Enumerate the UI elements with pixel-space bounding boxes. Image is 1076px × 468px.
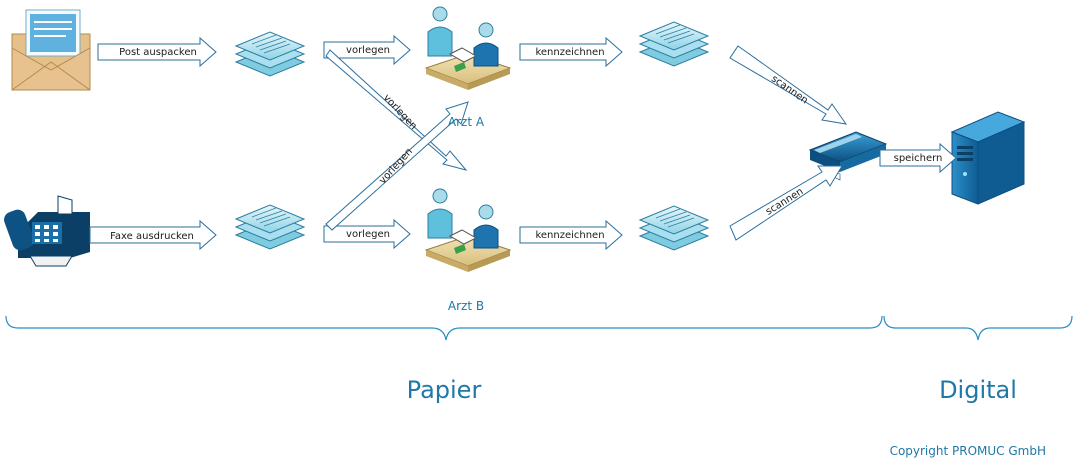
label-speichern: speichern (894, 153, 943, 164)
arrow-scannen-bottom (729, 165, 843, 241)
copyright-text: Copyright PROMUC GmbH (890, 444, 1046, 458)
doctor-consultation-icon (424, 188, 512, 272)
brace-papier (5, 315, 883, 341)
label-kennzeichnen-bottom: kennzeichnen (535, 230, 604, 241)
arrow-vorlegen-diagonal-down (325, 49, 468, 171)
label-vorlegen-bottom: vorlegen (346, 229, 390, 240)
arrow-vorlegen-diagonal-up (325, 101, 469, 231)
paper-stack-icon (234, 204, 306, 250)
arrow-faxe-ausdrucken (89, 219, 217, 251)
label-vorlegen-diagonal-up: vorlegen (377, 146, 415, 186)
server-icon (950, 111, 1026, 205)
section-label-digital: Digital (939, 376, 1017, 404)
paper-stack-icon (638, 21, 710, 67)
brace-digital (883, 315, 1073, 341)
arrow-post-auspacken (97, 36, 217, 68)
arrow-scannen-top (729, 45, 848, 125)
arrow-speichern (879, 142, 957, 174)
label-arzt-b: Arzt B (448, 299, 484, 313)
label-kennzeichnen-top: kennzeichnen (535, 47, 604, 58)
paper-stack-icon (234, 31, 306, 77)
label-faxe-ausdrucken: Faxe ausdrucken (110, 231, 194, 242)
label-scannen-top: scannen (769, 73, 810, 106)
section-label-papier: Papier (407, 376, 482, 404)
arrow-kennzeichnen-top (519, 36, 623, 68)
arrow-kennzeichnen-bottom (519, 219, 623, 251)
label-vorlegen-top: vorlegen (346, 45, 390, 56)
fax-icon (4, 195, 90, 267)
paper-stack-icon (638, 205, 710, 251)
label-post-auspacken: Post auspacken (119, 47, 197, 58)
doctor-consultation-icon (424, 6, 512, 90)
arrow-vorlegen-bottom (323, 218, 411, 250)
label-arzt-a: Arzt A (448, 115, 485, 129)
envelope-icon (11, 9, 91, 91)
label-vorlegen-diagonal-down: vorlegen (381, 92, 419, 132)
